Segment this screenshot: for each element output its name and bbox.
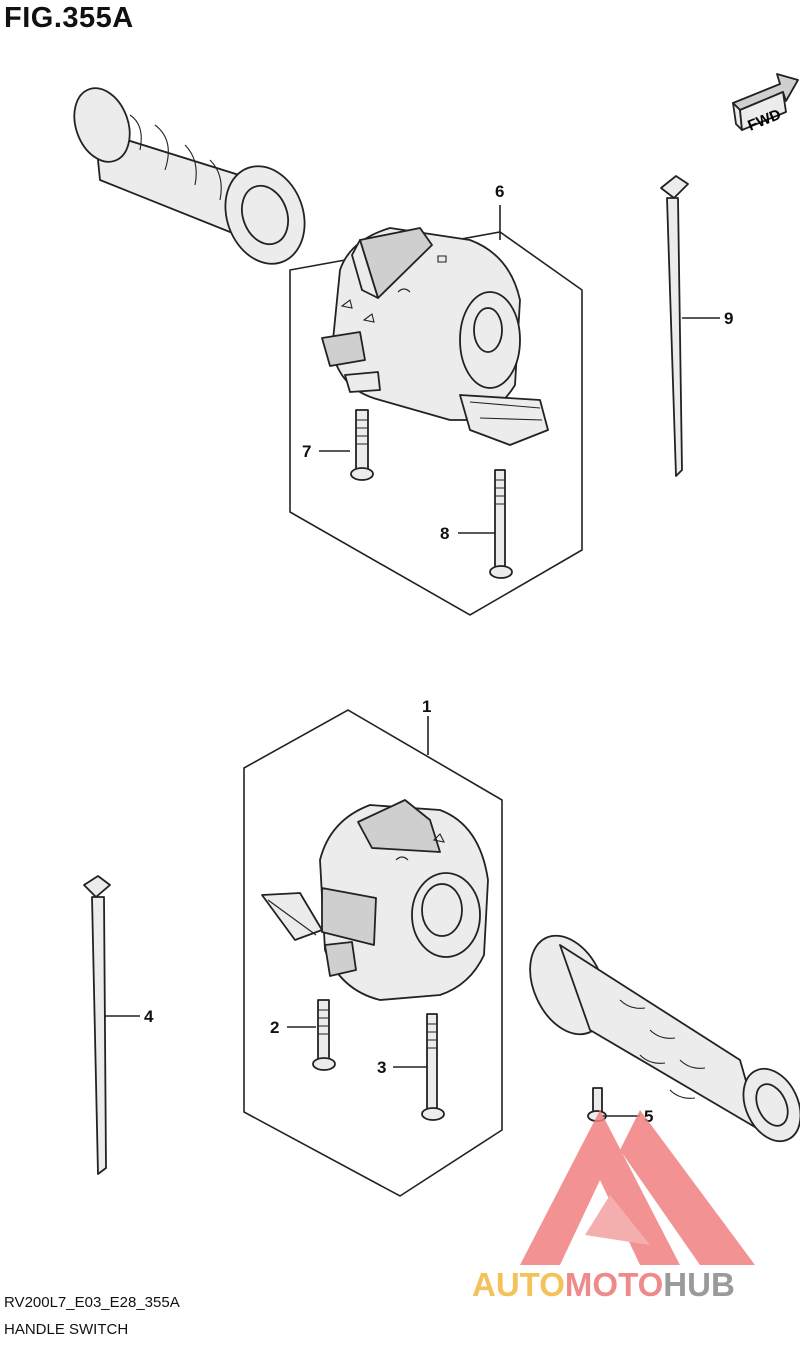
callout-3: 3	[377, 1058, 386, 1077]
lower-assembly-frame	[243, 709, 503, 1197]
left-switch-housing	[321, 227, 549, 446]
group-name: HANDLE SWITCH	[4, 1321, 129, 1338]
right-handlebar-grip	[529, 934, 800, 1143]
callout-4: 4	[144, 1007, 154, 1026]
callout-8: 8	[440, 524, 449, 543]
watermark-hub: HUB	[663, 1266, 735, 1303]
screw-2	[312, 999, 336, 1071]
callout-9: 9	[724, 309, 733, 328]
cable-tie-4	[83, 875, 111, 1175]
watermark-auto: AUTO	[472, 1266, 565, 1303]
left-handlebar-grip	[73, 87, 306, 265]
automotohub-logo-icon	[520, 1110, 755, 1265]
callout-1: 1	[422, 697, 431, 716]
screw-7	[350, 409, 374, 481]
right-switch-housing	[261, 799, 489, 1001]
watermark-text: AUTOMOTOHUB	[472, 1266, 735, 1303]
screw-8	[489, 469, 513, 579]
cable-tie-9	[660, 175, 689, 477]
fwd-arrow-icon: FWD	[732, 73, 799, 135]
callout-2: 2	[270, 1018, 279, 1037]
callout-7: 7	[302, 442, 311, 461]
figure-title: FIG.355A	[4, 2, 134, 34]
callout-5: 5	[644, 1107, 653, 1126]
callout-6: 6	[495, 182, 504, 201]
screw-3	[421, 1013, 445, 1121]
diagram-code: RV200L7_E03_E28_355A	[4, 1294, 180, 1311]
watermark-moto: MOTO	[565, 1266, 663, 1303]
